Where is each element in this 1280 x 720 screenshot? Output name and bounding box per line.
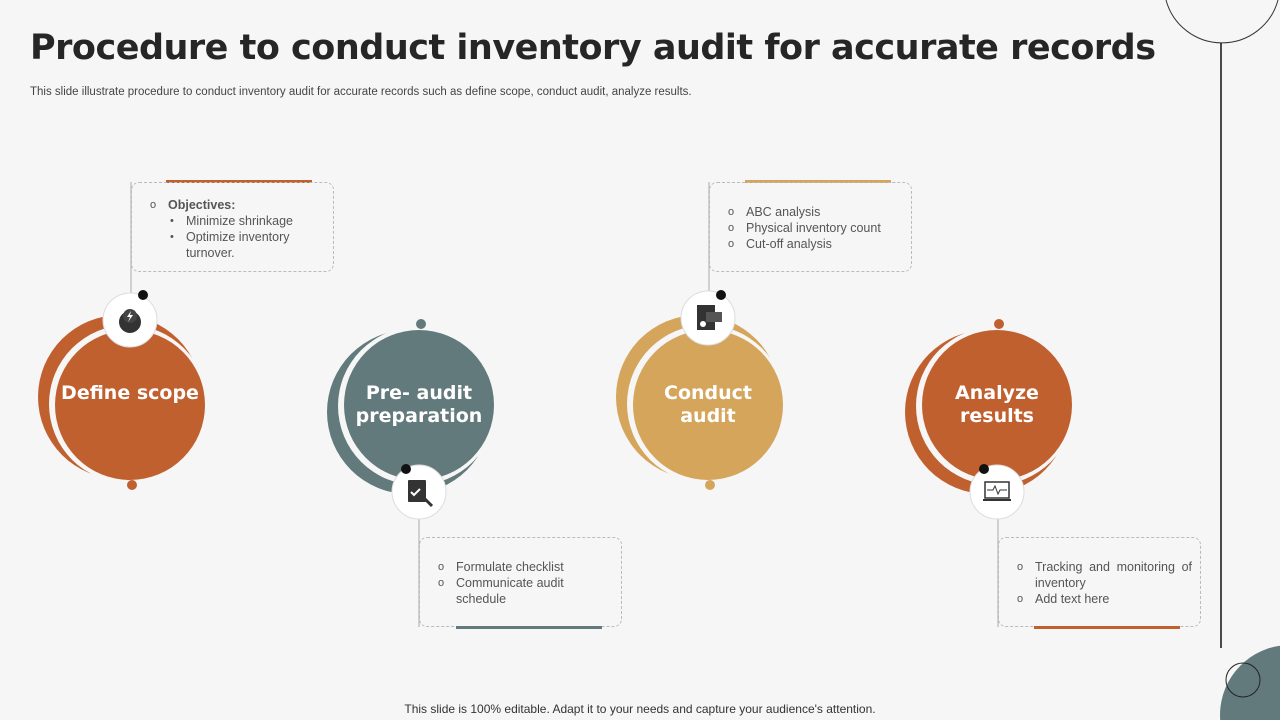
- pre-audit-box: Formulate checklistCommunicate audit sch…: [419, 537, 622, 627]
- accent-bar: [1034, 626, 1180, 629]
- list-item: Cut-off analysis: [728, 236, 901, 252]
- list-item: Optimize inventory turnover.: [168, 229, 323, 261]
- step-label: Pre- audit preparation: [355, 382, 483, 427]
- deco-circle-small: [1225, 662, 1261, 698]
- step-analyze-circle: [905, 319, 1074, 494]
- step-label: Analyze results: [955, 382, 1039, 427]
- accent-bar: [745, 180, 891, 183]
- audit-document-icon: [697, 305, 722, 330]
- lightbulb-gear-icon: [119, 309, 141, 333]
- accent-bar: [166, 180, 312, 183]
- step-define-scope-circle: [38, 315, 207, 490]
- list-item: Physical inventory count: [728, 220, 901, 236]
- page-subtitle: This slide illustrate procedure to condu…: [30, 86, 692, 98]
- footer-note: This slide is 100% editable. Adapt it to…: [404, 702, 876, 716]
- objectives-heading: Objectives:: [168, 198, 236, 212]
- accent-bar: [456, 626, 602, 629]
- monitor-pulse-icon: [983, 481, 1011, 501]
- list-item: Formulate checklist: [438, 559, 581, 575]
- step-conduct-audit-circle: [616, 315, 785, 490]
- define-scope-box: Objectives: Minimize shrinkageOptimize i…: [131, 182, 334, 272]
- conduct-audit-box: ABC analysisPhysical inventory countCut-…: [709, 182, 912, 272]
- list-item: Tracking and monitoring of inventory: [1017, 559, 1192, 591]
- step-pre-audit-circle: [327, 319, 496, 494]
- analyze-box: Tracking and monitoring of inventoryAdd …: [998, 537, 1201, 627]
- list-item: Add text here: [1017, 591, 1192, 607]
- deco-teal-circle: [1220, 645, 1280, 720]
- list-item: Minimize shrinkage: [168, 213, 323, 229]
- checklist-icon: [408, 480, 434, 508]
- list-item: ABC analysis: [728, 204, 901, 220]
- page-title: Procedure to conduct inventory audit for…: [30, 28, 1156, 68]
- step-label: Conduct audit: [664, 382, 752, 427]
- step-label: Define scope: [61, 382, 199, 404]
- list-item: Communicate audit schedule: [438, 575, 581, 607]
- deco-circle-top: [1165, 0, 1279, 44]
